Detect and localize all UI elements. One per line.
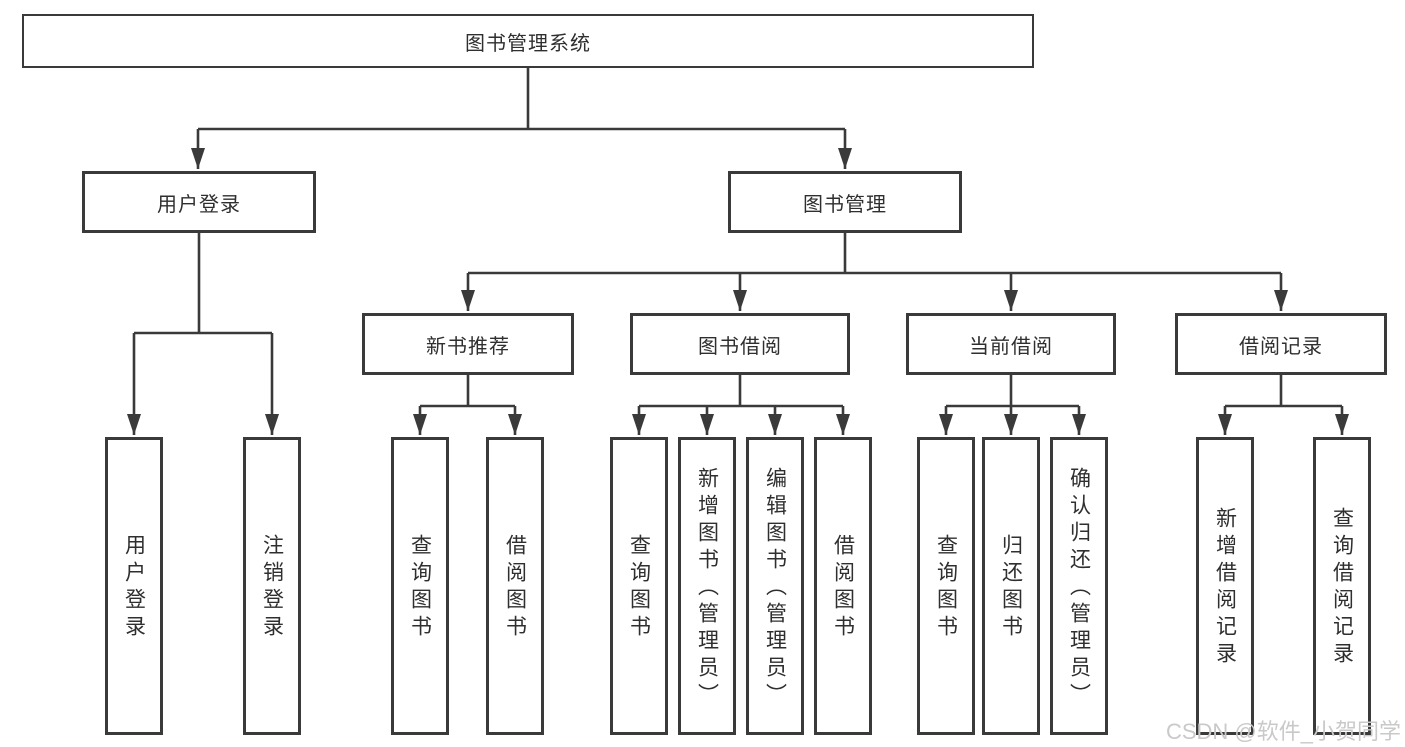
leaf-borrow-add-book-admin: 新增图书（管理员） <box>678 437 736 735</box>
leaf-recommend-borrow-book: 借阅图书 <box>486 437 544 735</box>
leaf-current-confirm-return-admin: 确认归还（管理员） <box>1050 437 1108 735</box>
node-book-management: 图书管理 <box>728 171 962 233</box>
leaf-user-login: 用户登录 <box>105 437 163 735</box>
leaf-borrow-query-book: 查询图书 <box>610 437 668 735</box>
node-borrowing-records: 借阅记录 <box>1175 313 1387 375</box>
node-current-borrowing: 当前借阅 <box>906 313 1116 375</box>
leaf-current-return-book: 归还图书 <box>982 437 1040 735</box>
leaf-borrow-borrow-book: 借阅图书 <box>814 437 872 735</box>
leaf-current-query-book: 查询图书 <box>917 437 975 735</box>
node-new-book-recommendation: 新书推荐 <box>362 313 574 375</box>
leaf-records-query-record: 查询借阅记录 <box>1313 437 1371 735</box>
leaf-logout: 注销登录 <box>243 437 301 735</box>
node-book-borrowing: 图书借阅 <box>630 313 850 375</box>
leaf-recommend-query-book: 查询图书 <box>391 437 449 735</box>
leaf-borrow-edit-book-admin: 编辑图书（管理员） <box>746 437 804 735</box>
node-user-login: 用户登录 <box>82 171 316 233</box>
leaf-records-add-record: 新增借阅记录 <box>1196 437 1254 735</box>
csdn-watermark: CSDN @软件_小贺同学 <box>1165 719 1401 744</box>
node-system-root: 图书管理系统 <box>22 14 1034 68</box>
